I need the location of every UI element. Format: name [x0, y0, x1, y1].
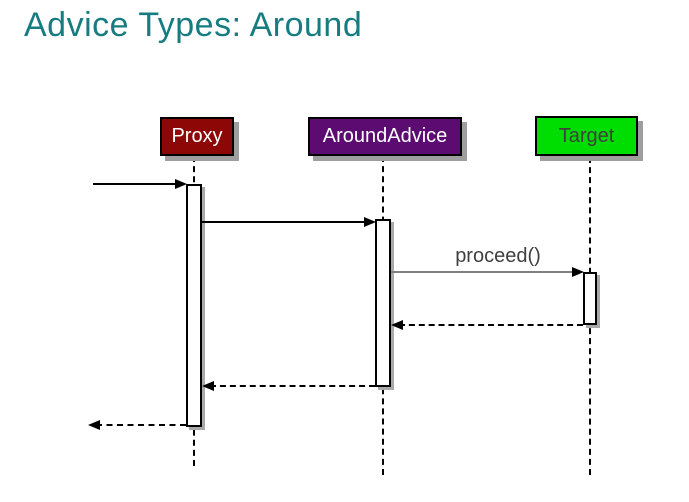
participant-target-box: Target: [535, 116, 638, 156]
message-call-aroundadvice-line: [202, 221, 366, 223]
message-proceed-line: [391, 271, 574, 273]
message-proceed-label: proceed(): [455, 245, 541, 267]
message-call-proxy-line: [93, 183, 177, 185]
arrowhead-right-icon: [175, 179, 187, 189]
arrowhead-left-icon: [88, 420, 100, 430]
page-title: Advice Types: Around: [24, 6, 363, 44]
proxy-activation-bar: [186, 184, 202, 427]
aroundadvice-activation-bar: [375, 219, 391, 387]
arrowhead-left-icon: [202, 381, 214, 391]
participant-proxy-label: Proxy: [171, 125, 223, 147]
arrowhead-right-icon: [364, 217, 376, 227]
arrowhead-left-icon: [391, 320, 403, 330]
arrowhead-right-icon: [572, 267, 584, 277]
participant-aroundadvice-label: AroundAdvice: [322, 125, 448, 147]
message-return-to-proxy-line: [210, 385, 375, 387]
participant-proxy-box: Proxy: [160, 117, 234, 156]
participant-target-label: Target: [558, 124, 615, 147]
target-activation-bar: [583, 272, 597, 325]
participant-aroundadvice-box: AroundAdvice: [308, 117, 462, 156]
message-return-to-aroundadvice-line: [399, 324, 583, 326]
message-return-to-caller-line: [96, 424, 186, 426]
